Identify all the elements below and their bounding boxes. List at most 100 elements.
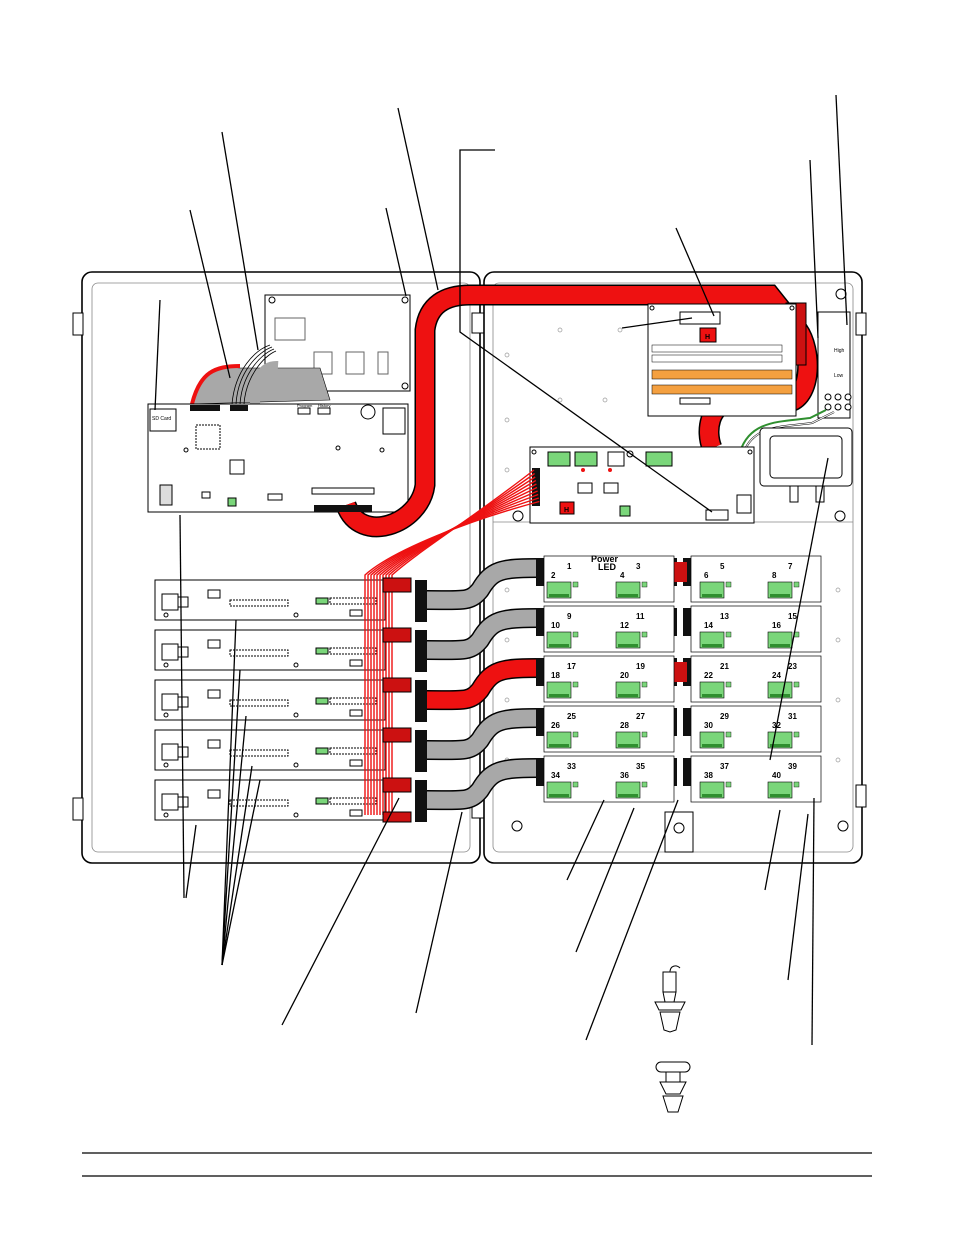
station-number-label: 30 (704, 721, 713, 730)
station-led (641, 781, 648, 788)
station-terminal-screws (549, 644, 569, 647)
station-number-label: 36 (620, 771, 629, 780)
display-ribbon-cable (189, 361, 331, 405)
station-number-label: 14 (704, 621, 713, 630)
station-number-label: 19 (636, 662, 645, 671)
station-number-label: 2 (551, 571, 556, 580)
station-number-label: 11 (636, 612, 645, 621)
leader-lines (154, 94, 848, 1046)
expansion-module (154, 579, 386, 621)
door-connectors (382, 577, 428, 823)
station-number-label: 13 (720, 612, 729, 621)
station-number-label: 6 (704, 571, 709, 580)
station-number-label: 35 (636, 762, 645, 771)
station-led (793, 581, 800, 588)
station-number-label: 21 (720, 662, 729, 671)
station-number-label: 18 (551, 671, 560, 680)
station-terminal-screws (549, 744, 569, 747)
power-label: Power (591, 554, 619, 564)
station-led (793, 681, 800, 688)
station-led (793, 731, 800, 738)
station-terminal-screws (702, 594, 722, 597)
station-number-label: 5 (720, 562, 725, 571)
station-terminal-screws (618, 694, 638, 697)
station-number-label: 25 (567, 712, 576, 721)
station-led (793, 781, 800, 788)
station-number-label: 24 (772, 671, 781, 680)
station-number-label: 12 (620, 621, 629, 630)
station-terminal-screws (702, 744, 722, 747)
station-led (725, 681, 732, 688)
station-terminal-screws (618, 744, 638, 747)
footer-rules (82, 1152, 872, 1177)
station-led (572, 681, 579, 688)
station-number-label: 37 (720, 762, 729, 771)
station-led (641, 681, 648, 688)
station-terminal-screws (770, 644, 790, 647)
transformer (759, 427, 853, 503)
station-led (725, 781, 732, 788)
station-modules: 1234567891011121314151617181920212223242… (543, 555, 822, 803)
sd-card-label: SD Card (152, 416, 171, 422)
power-board: H (647, 303, 797, 417)
station-number-label: 29 (720, 712, 729, 721)
expansion-modules (154, 579, 386, 821)
station-number-label: 4 (620, 571, 625, 580)
history-label: History (318, 403, 330, 408)
ribbon-wire (364, 500, 540, 815)
station-number-label: 33 (567, 762, 576, 771)
high-low-terminal: High Low (817, 311, 852, 419)
station-terminal-screws (549, 594, 569, 597)
main-red-ribbon-cable (314, 284, 819, 538)
power-board-logo: H (705, 334, 710, 341)
middle-board: H (529, 446, 755, 524)
station-number-label: 31 (788, 712, 797, 721)
station-number-label: 1 (567, 562, 572, 571)
station-terminal-screws (702, 794, 722, 797)
station-terminal-screws (618, 794, 638, 797)
middle-board-logo: H (564, 507, 569, 514)
led-label: LED (598, 562, 617, 572)
station-led (725, 631, 732, 638)
station-led (641, 631, 648, 638)
station-number-label: 20 (620, 671, 629, 680)
station-number-label: 9 (567, 612, 572, 621)
station-terminal-screws (549, 794, 569, 797)
station-led (572, 581, 579, 588)
station-number-label: 40 (772, 771, 781, 780)
station-number-label: 38 (704, 771, 713, 780)
station-led (641, 581, 648, 588)
station-number-label: 27 (636, 712, 645, 721)
station-terminal-screws (770, 744, 790, 747)
station-terminal-screws (618, 644, 638, 647)
station-led (725, 581, 732, 588)
station-terminal-screws (770, 794, 790, 797)
station-number-label: 39 (788, 762, 797, 771)
red-ribbon-fan (364, 469, 540, 815)
push-rivet-icon (655, 1061, 691, 1113)
station-led (725, 731, 732, 738)
high-label: High (834, 348, 845, 354)
station-number-label: 7 (788, 562, 793, 571)
station-led (641, 731, 648, 738)
station-number-label: 17 (567, 662, 576, 671)
display-wires (231, 344, 277, 405)
station-led (572, 781, 579, 788)
standoff-clip-icon (654, 965, 686, 1033)
station-led (572, 731, 579, 738)
station-module-board (690, 655, 822, 703)
station-number-label: 10 (551, 621, 560, 630)
station-number-label: 3 (636, 562, 641, 571)
station-number-label: 23 (788, 662, 797, 671)
low-label: Low (834, 373, 844, 379)
station-terminal-screws (770, 594, 790, 597)
station-terminal-screws (549, 694, 569, 697)
station-terminal-screws (618, 594, 638, 597)
station-number-label: 22 (704, 671, 713, 680)
station-terminal-screws (702, 694, 722, 697)
program-label: Program (297, 403, 313, 408)
station-number-label: 26 (551, 721, 560, 730)
station-led (572, 631, 579, 638)
controller-board: SD Card Program History (147, 403, 409, 513)
